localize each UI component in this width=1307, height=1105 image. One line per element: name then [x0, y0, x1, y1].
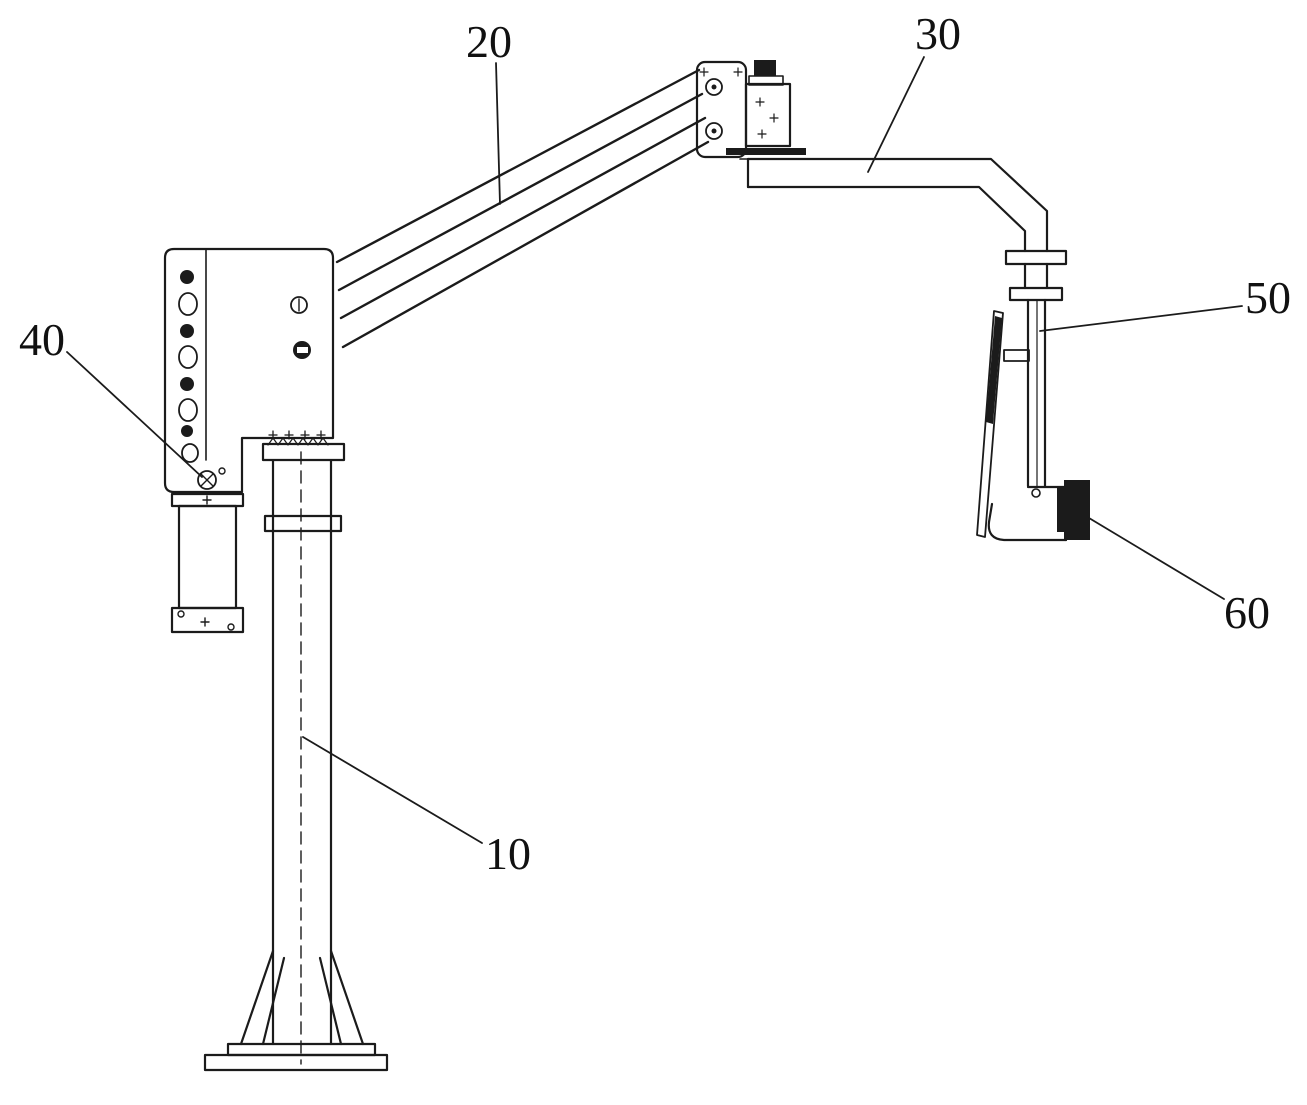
leader-line-20	[495, 62, 501, 205]
part-label-20: 20	[466, 16, 512, 67]
part-label-60: 60	[1224, 587, 1270, 638]
leader-line-40	[66, 351, 203, 478]
head-housing	[163, 247, 335, 494]
end-tool-60	[987, 480, 1090, 542]
leader-lines	[66, 56, 1243, 844]
leader-line-50	[1039, 305, 1243, 332]
support-column-10	[203, 442, 389, 1072]
diagonal-blade	[976, 310, 1004, 538]
machine-drawing	[66, 56, 1243, 1072]
part-label-30: 30	[915, 8, 961, 59]
part-labels: 10 20 30 40 50 60	[19, 8, 1291, 879]
leader-line-10	[302, 736, 483, 844]
part-label-50: 50	[1245, 272, 1291, 323]
leader-line-30	[867, 56, 925, 173]
part-label-10: 10	[485, 828, 531, 879]
top-bracket-motor	[695, 60, 806, 160]
part-label-40: 40	[19, 314, 65, 365]
vertical-tube-50	[1003, 298, 1047, 488]
horizontal-arm-30	[746, 157, 1068, 302]
balance-cylinder-40	[170, 492, 245, 634]
parallel-linkage-20	[335, 68, 710, 349]
leader-line-60	[1088, 517, 1225, 600]
